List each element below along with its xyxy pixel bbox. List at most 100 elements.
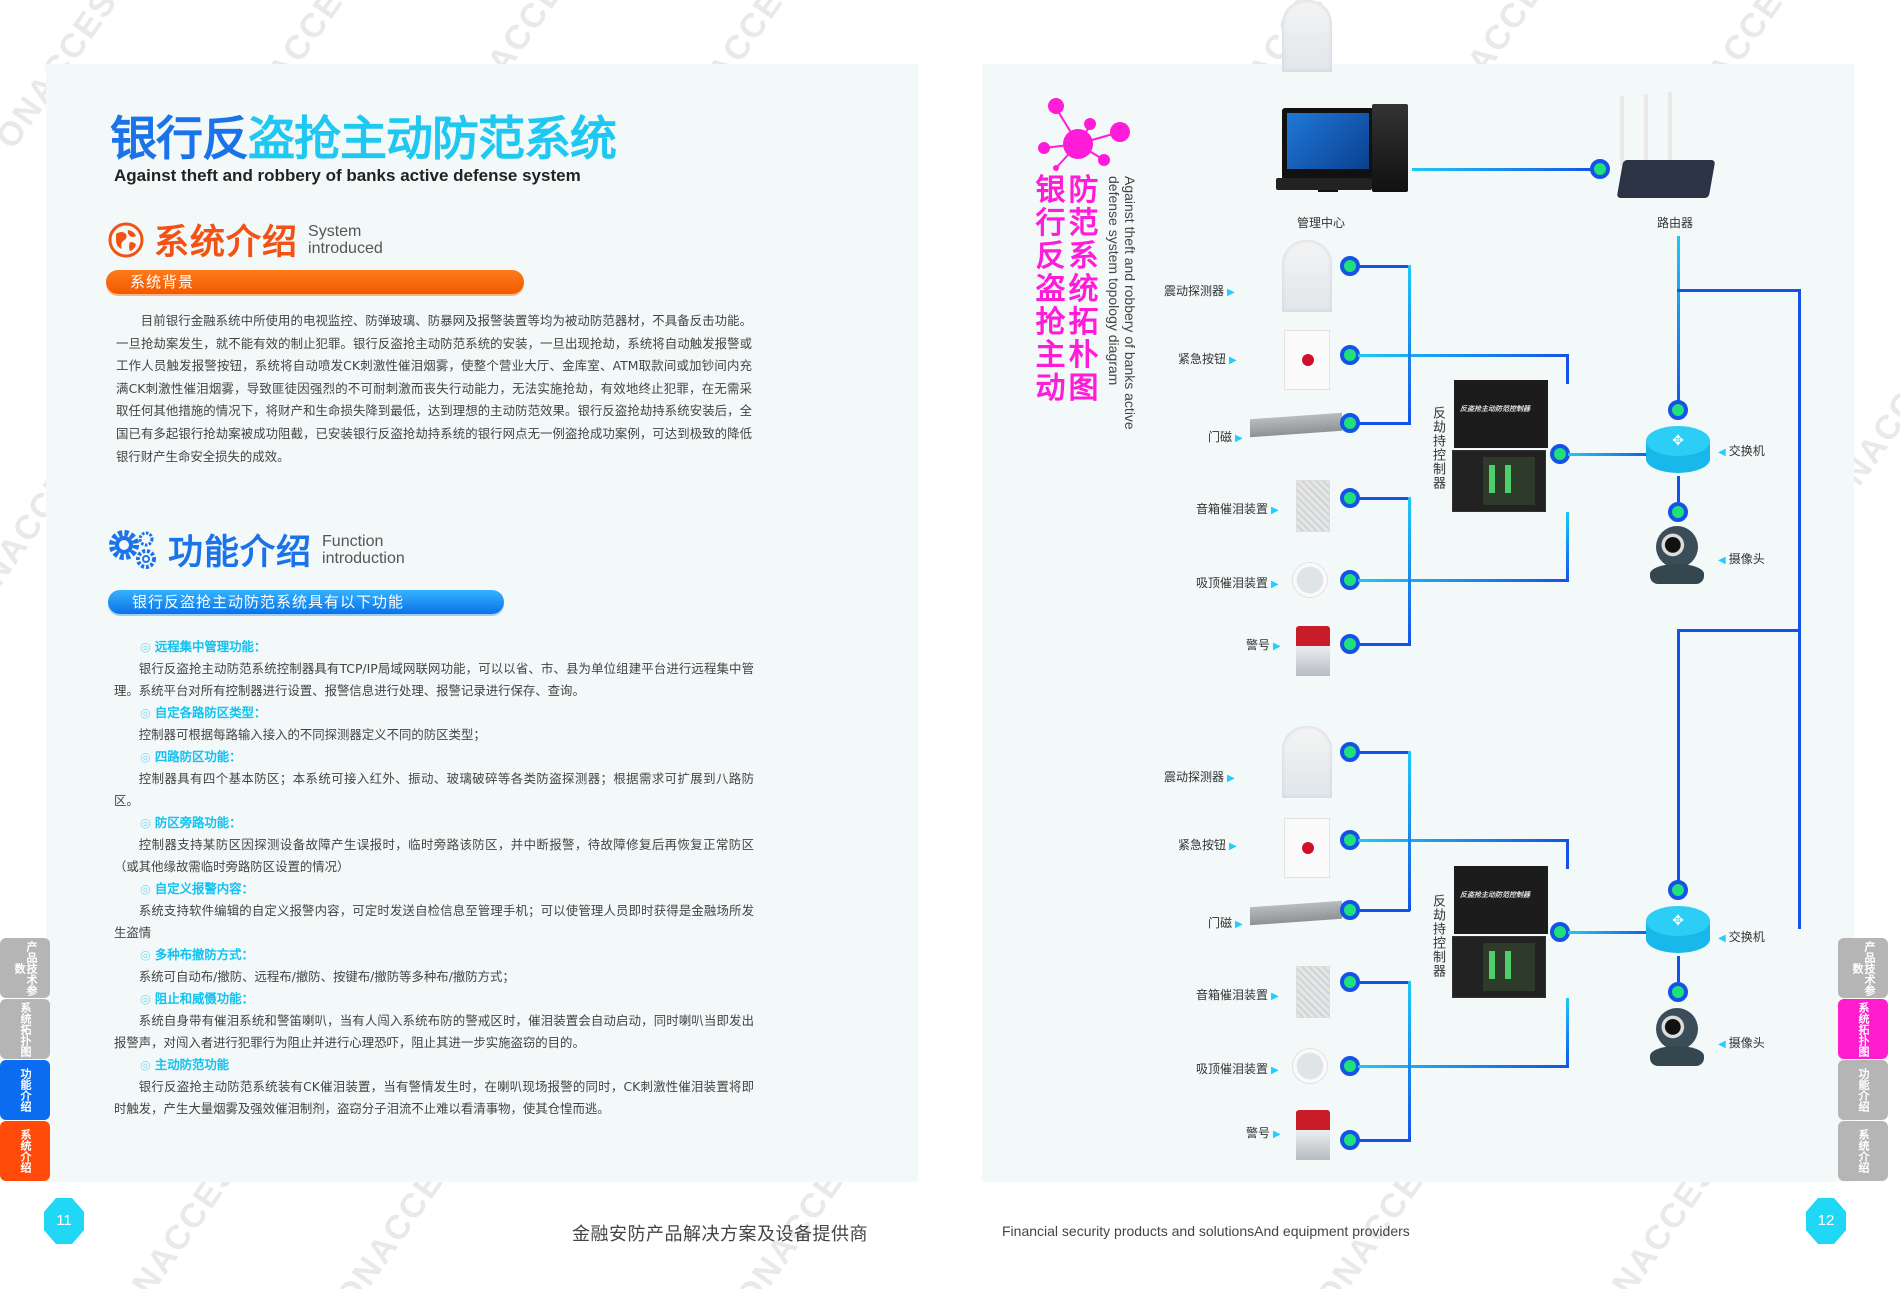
function-item-title: ◎防区旁路功能： — [114, 812, 754, 834]
bullet-icon: ◎ — [140, 705, 151, 720]
label-controller: 反劫持控制器 — [1430, 406, 1445, 490]
link — [1358, 422, 1410, 425]
speaker-tear-gas-icon — [1296, 480, 1330, 532]
connection-node — [1340, 742, 1360, 762]
link — [1358, 1065, 1568, 1068]
side-tab-function-intro[interactable]: 功能介绍 — [1838, 1060, 1888, 1120]
function-item-title-text: 远程集中管理功能： — [154, 639, 267, 654]
arrow-left-icon: ◀ — [1718, 447, 1726, 458]
siren-icon — [1296, 626, 1330, 676]
connection-node — [1590, 159, 1610, 179]
emergency-button-icon — [1284, 818, 1330, 878]
function-item-title: ◎阻止和威慑功能： — [114, 988, 754, 1010]
network-molecule-icon — [1038, 98, 1130, 171]
label-siren: 警号▶ — [1246, 1124, 1281, 1141]
label-speaker-tear-gas: 音箱催泪装置▶ — [1196, 986, 1279, 1003]
link — [1566, 512, 1569, 582]
side-tab-system-intro[interactable]: 系统介绍 — [1838, 1121, 1888, 1181]
function-item-title: ◎主动防范功能 — [114, 1054, 754, 1076]
label-text: 音箱催泪装置 — [1196, 988, 1269, 1002]
label-text: 警号 — [1246, 638, 1271, 652]
function-item-desc: 银行反盗抢主动防范系统控制器具有TCP/IP局域网联网功能，可以以省、市、县为单… — [114, 661, 754, 698]
arrow-left-icon: ◀ — [1718, 1039, 1726, 1050]
system-intro-title-en: System introduced — [308, 223, 383, 257]
connection-node — [1340, 256, 1360, 276]
footer-tagline-en: Financial security products and solution… — [1002, 1223, 1410, 1239]
function-item-title-text: 自定义报警内容： — [154, 881, 254, 896]
bullet-icon: ◎ — [140, 815, 151, 830]
router-antenna — [1620, 96, 1624, 166]
connection-node — [1340, 570, 1360, 590]
function-item-desc: 银行反盗抢主动防范系统装有CK催泪装置，当有警情发生时，在喇叭现场报警的同时，C… — [114, 1079, 754, 1116]
arrow-right-icon: ▶ — [1227, 287, 1235, 298]
link — [1358, 265, 1410, 268]
link-controller-switch — [1568, 453, 1658, 456]
function-item-title-text: 自定各路防区类型： — [154, 705, 267, 720]
arrow-right-icon: ▶ — [1271, 579, 1279, 590]
pc-monitor-icon — [1282, 108, 1374, 192]
side-tab-system-intro[interactable]: 系统介绍 — [0, 1121, 50, 1181]
system-intro-title: 系统介绍 — [154, 223, 299, 263]
arrow-left-icon: ◀ — [1718, 555, 1726, 566]
link — [1358, 1139, 1410, 1142]
connection-node — [1668, 880, 1688, 900]
label-router: 路由器 — [1657, 214, 1693, 231]
topology-title-char: 行 — [1035, 206, 1066, 241]
topology-title-char: 动 — [1035, 371, 1066, 406]
bullet-icon: ◎ — [140, 991, 151, 1006]
function-item-title-text: 四路防区功能： — [154, 749, 242, 764]
topology-title-char: 图 — [1068, 371, 1099, 406]
connection-node — [1550, 922, 1570, 942]
speaker-tear-gas-icon — [1296, 966, 1330, 1018]
keyboard-icon — [1276, 178, 1372, 190]
topology-title-char: 系 — [1068, 239, 1099, 274]
function-list: ◎远程集中管理功能： 银行反盗抢主动防范系统控制器具有TCP/IP局域网联网功能… — [114, 636, 754, 1120]
side-tab-function-intro[interactable]: 功能介绍 — [0, 1060, 50, 1120]
topology-title-char: 统 — [1068, 272, 1099, 307]
label-door-magnet: 门磁▶ — [1208, 428, 1243, 445]
side-tab-tech-params[interactable]: 产品技术参数 — [0, 938, 50, 998]
label-text: 紧急按钮 — [1178, 352, 1227, 366]
link — [1566, 839, 1569, 869]
connection-node — [1340, 413, 1360, 433]
function-intro-en-line2: introduction — [322, 549, 405, 567]
label-vibration-detector: 震动探测器▶ — [1164, 768, 1235, 785]
function-intro-title-en: Function introduction — [322, 533, 405, 567]
arrow-right-icon: ▶ — [1273, 1129, 1281, 1140]
arrow-left-icon: ◀ — [1718, 933, 1726, 944]
connection-node — [1340, 900, 1360, 920]
connection-node — [1340, 1130, 1360, 1150]
router-antenna — [1644, 94, 1648, 166]
function-list-bar: 银行反盗抢主动防范系统具有以下功能 — [108, 590, 504, 614]
function-item-desc: 控制器可根据每路输入接入的不同探测器定义不同的防区类型； — [138, 727, 486, 742]
function-item: ◎自定各路防区类型： 控制器可根据每路输入接入的不同探测器定义不同的防区类型； — [114, 702, 754, 746]
controller-panel-icon: 反盗抢主动防范控制器 — [1454, 380, 1548, 448]
label-speaker-tear-gas: 音箱催泪装置▶ — [1196, 500, 1279, 517]
controller-panel-text: 反盗抢主动防范控制器 — [1460, 891, 1530, 899]
side-tab-topology[interactable]: 系统拓扑图 — [1838, 999, 1888, 1059]
label-emergency-button: 紧急按钮▶ — [1178, 350, 1237, 367]
function-item-desc: 控制器具有四个基本防区；本系统可接入红外、振动、玻璃破碎等各类防盗探测器；根据需… — [114, 771, 754, 808]
link — [1358, 981, 1410, 984]
label-text: 音箱催泪装置 — [1196, 502, 1269, 516]
camera-icon — [1650, 1008, 1704, 1068]
function-item-desc: 系统可自动布/撤防、远程布/撤防、按键布/撤防等多种布/撤防方式； — [138, 969, 515, 984]
side-tab-topology[interactable]: 系统拓扑图 — [0, 999, 50, 1059]
label-management-center: 管理中心 — [1297, 214, 1345, 231]
link-controller-switch — [1568, 931, 1658, 934]
controller-panel-icon: 反盗抢主动防范控制器 — [1454, 866, 1548, 934]
main-title-part1: 银行反 — [110, 112, 249, 167]
side-tab-tech-params[interactable]: 产品技术参数 — [1838, 938, 1888, 998]
label-text: 门磁 — [1208, 430, 1233, 444]
arrow-right-icon: ▶ — [1235, 919, 1243, 930]
label-text: 紧急按钮 — [1178, 838, 1227, 852]
label-ceiling-tear-gas: 吸顶催泪装置▶ — [1196, 574, 1279, 591]
system-intro-en-line1: System — [308, 222, 362, 240]
arrow-right-icon: ▶ — [1229, 841, 1237, 852]
link — [1358, 497, 1410, 500]
label-text: 摄像头 — [1728, 552, 1765, 566]
function-item: ◎远程集中管理功能： 银行反盗抢主动防范系统控制器具有TCP/IP局域网联网功能… — [114, 636, 754, 702]
label-text: 门磁 — [1208, 916, 1233, 930]
function-item: ◎自定义报警内容： 系统支持软件编辑的自定义报警内容，可定时发送自检信息至管理手… — [114, 878, 754, 944]
function-item-title: ◎远程集中管理功能： — [114, 636, 754, 658]
